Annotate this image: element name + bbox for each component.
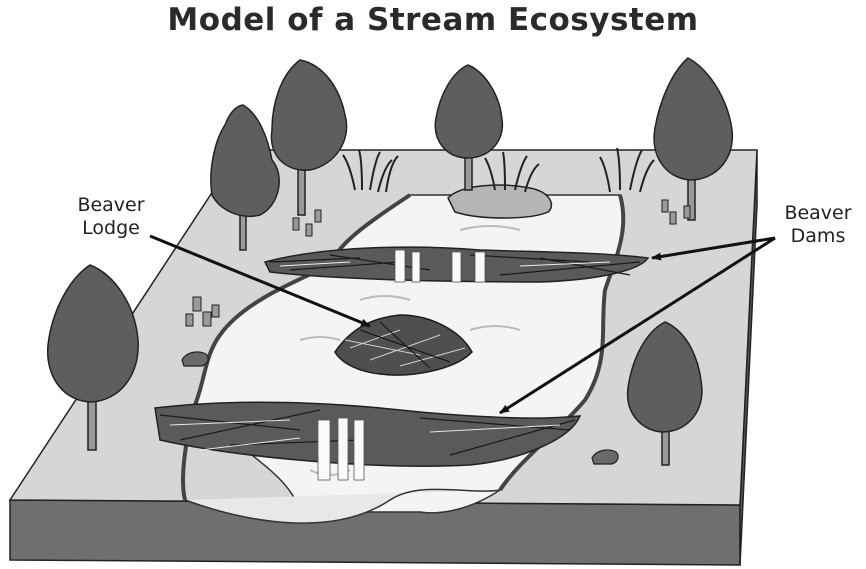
beaver-lodge-label-line2: Lodge — [82, 217, 140, 239]
beaver-lodge-label: Beaver Lodge — [62, 194, 160, 240]
beaver-lodge-label-line1: Beaver — [77, 194, 145, 216]
tree — [626, 321, 703, 466]
beaver — [591, 449, 619, 465]
lower-dam-arrow — [499, 236, 776, 415]
label-arrows — [149, 234, 776, 415]
diagram-title: Model of a Stream Ecosystem — [167, 2, 699, 38]
beaver — [181, 351, 209, 367]
reeds — [342, 147, 655, 193]
lodge-arrow — [149, 234, 371, 328]
ground-markers — [185, 199, 691, 327]
beaver-dams-label-line1: Beaver — [784, 202, 852, 224]
beaver-dams-label-line2: Dams — [790, 225, 846, 247]
beaver-lodge — [334, 314, 473, 376]
lower-beaver-dam — [154, 401, 582, 481]
tree — [270, 59, 348, 216]
tree — [47, 264, 139, 451]
island — [447, 184, 553, 219]
beaver-dams-label: Beaver Dams — [772, 202, 864, 248]
tree — [653, 57, 733, 221]
tree — [210, 104, 280, 251]
tree — [434, 64, 504, 191]
upper-dam-arrow — [651, 236, 776, 261]
upper-beaver-dam — [263, 246, 650, 283]
beavers — [181, 351, 619, 465]
trees — [47, 57, 733, 466]
